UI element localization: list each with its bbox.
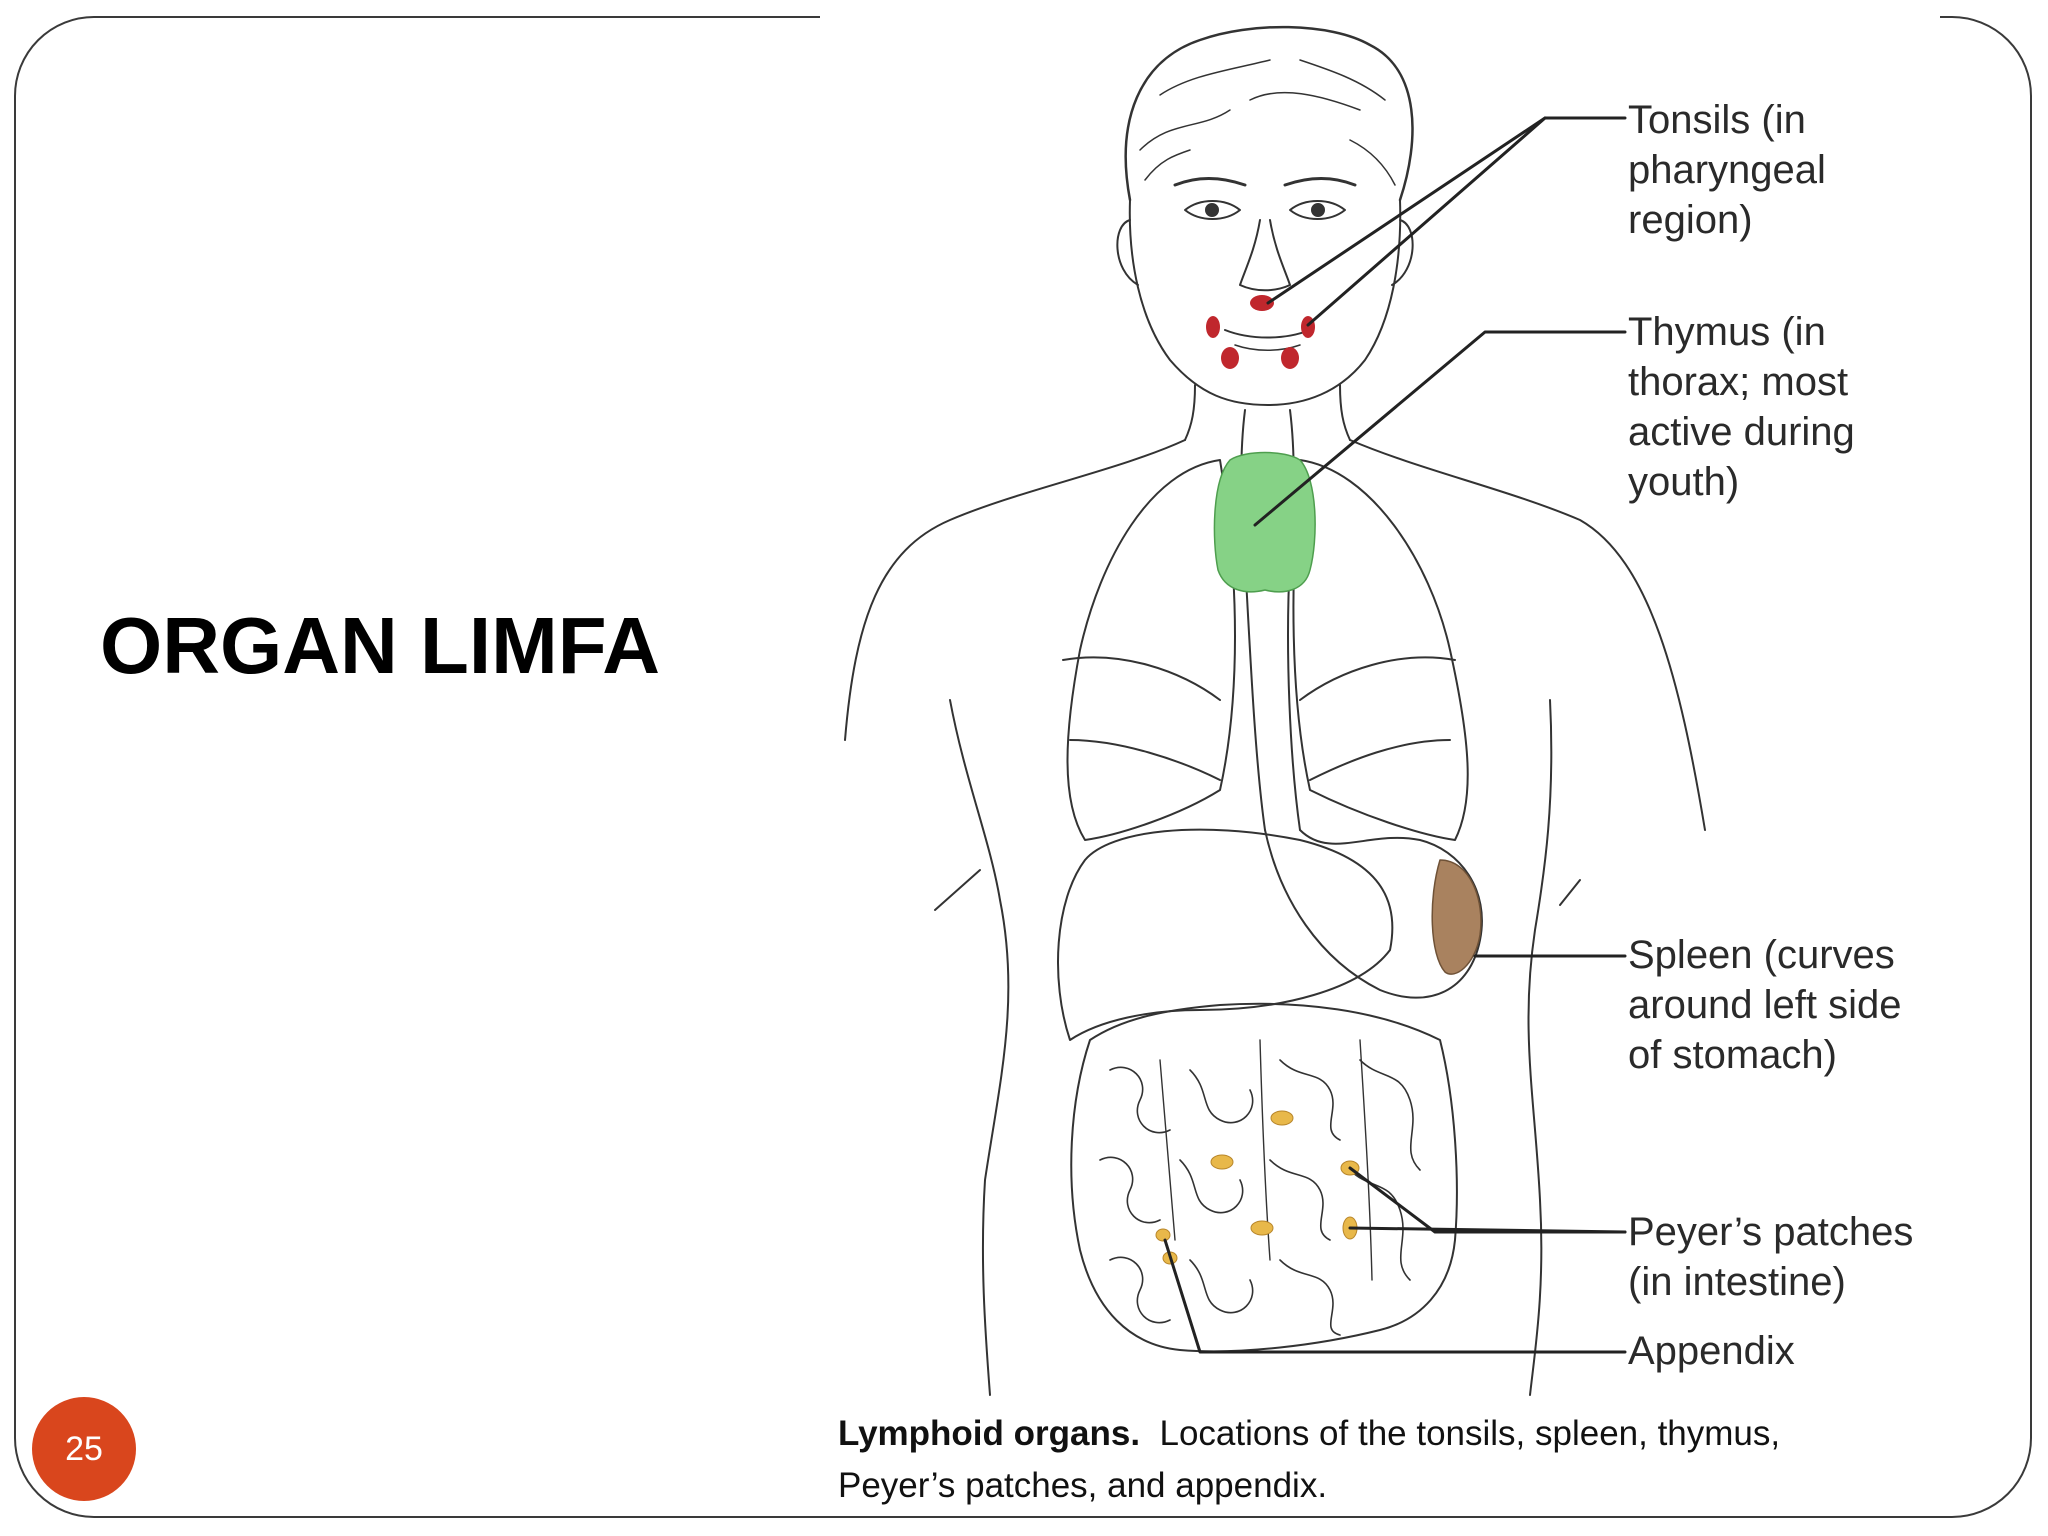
tonsils-label-line: Tonsils (in	[1628, 98, 1806, 142]
tonsils-label-line: region)	[1628, 198, 1753, 242]
appendix-label: Appendix	[1628, 1326, 1795, 1376]
thymus-label-line: active during	[1628, 410, 1855, 454]
tonsils-label: Tonsils (in pharyngeal region)	[1628, 95, 1826, 245]
peyers-patches-markers	[1155, 1110, 1360, 1265]
spleen-label-line: of stomach)	[1628, 1033, 1837, 1077]
peyers-label-line: Peyer’s patches	[1628, 1210, 1914, 1254]
tonsils-label-line: pharyngeal	[1628, 148, 1826, 192]
page-number-badge: 25	[32, 1397, 136, 1501]
caption-bold: Lymphoid organs.	[838, 1414, 1141, 1453]
spleen-label-line: around left side	[1628, 983, 1902, 1027]
tonsils-markers	[1206, 295, 1315, 369]
thymus-organ	[1213, 451, 1316, 593]
spleen-label-line: Spleen (curves	[1628, 933, 1895, 977]
slide-title: ORGAN LIMFA	[100, 601, 660, 690]
peyers-patches-label: Peyer’s patches (in intestine)	[1628, 1207, 1913, 1307]
body-outline	[844, 25, 1706, 1396]
caption-line-1: Locations of the tonsils, spleen, thymus…	[1159, 1414, 1781, 1453]
caption-line-2: Peyer’s patches, and appendix.	[838, 1466, 1328, 1505]
spleen-label: Spleen (curves around left side of stoma…	[1628, 930, 1902, 1080]
thymus-label-line: Thymus (in	[1628, 310, 1826, 354]
peyers-label-line: (in intestine)	[1628, 1260, 1846, 1304]
thymus-label: Thymus (in thorax; most active during yo…	[1628, 307, 1855, 507]
leader-lines	[1163, 116, 1627, 1354]
spleen-organ	[1431, 859, 1482, 975]
page-number: 25	[65, 1429, 103, 1468]
thymus-label-line: youth)	[1628, 460, 1740, 504]
figure-caption: Lymphoid organs. Locations of the tonsil…	[838, 1408, 1988, 1512]
thymus-label-line: thorax; most	[1628, 360, 1849, 404]
appendix-label-line: Appendix	[1628, 1329, 1795, 1373]
